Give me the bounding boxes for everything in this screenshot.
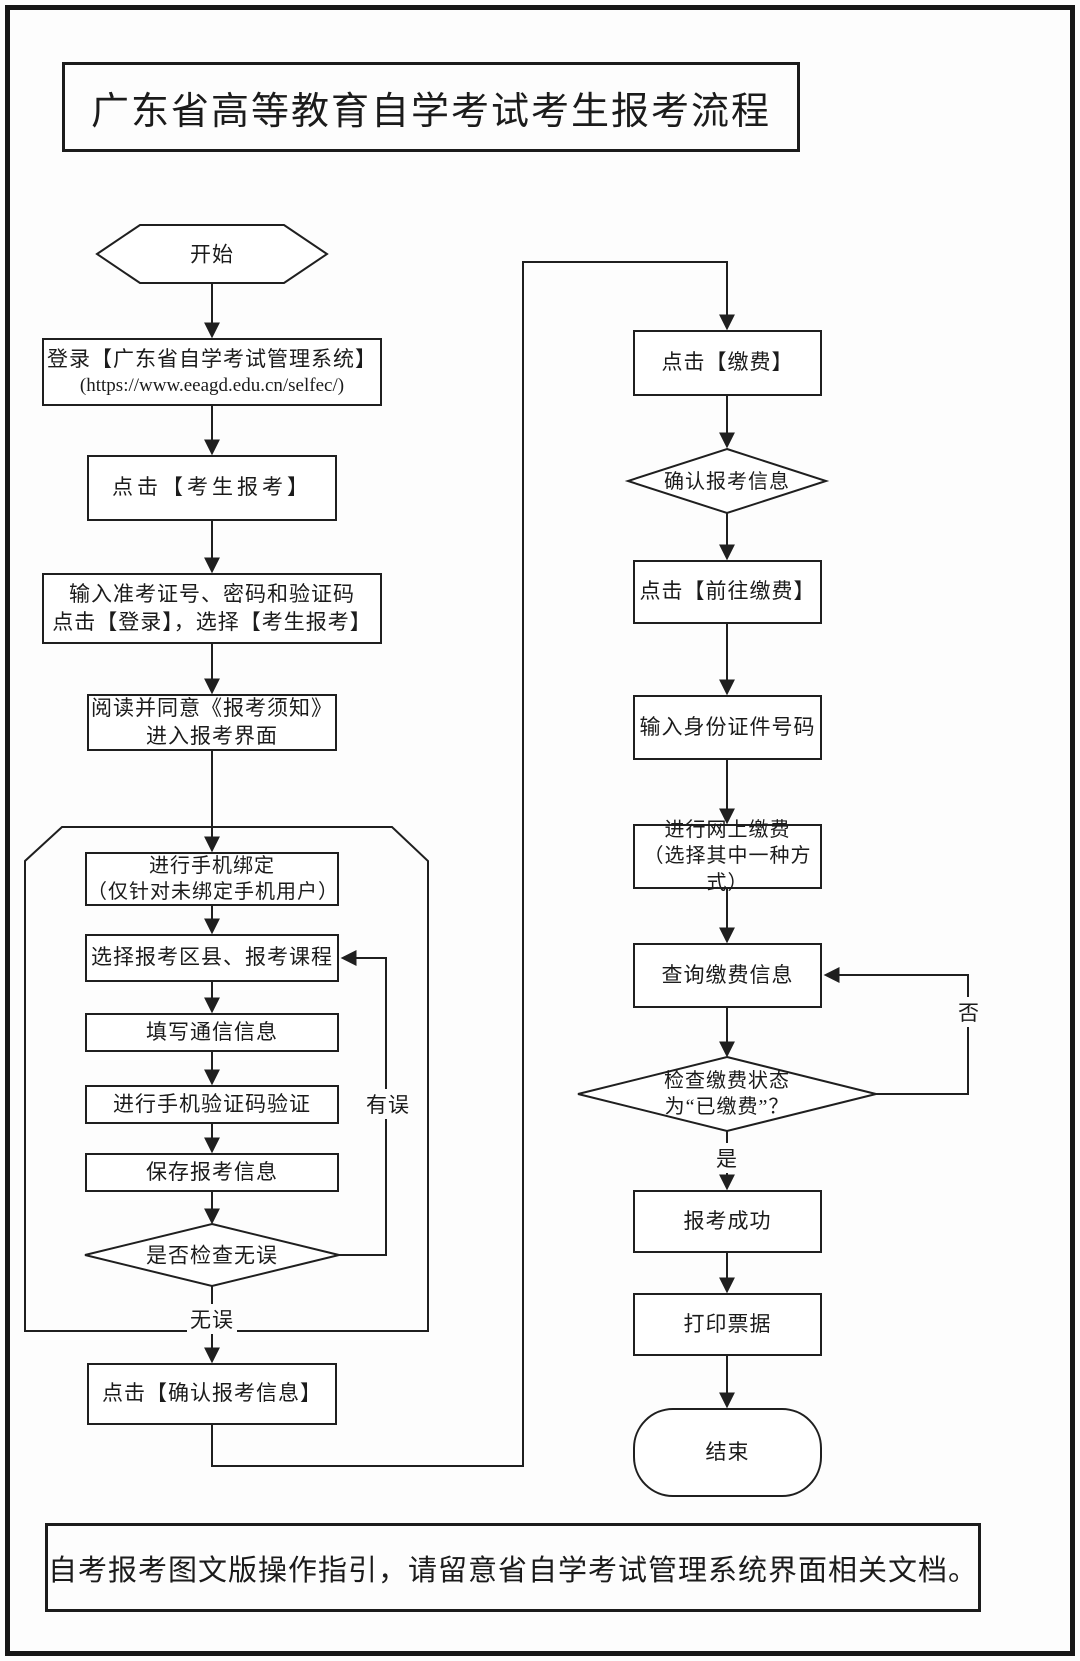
- node-verify-sms: 进行手机验证码验证: [85, 1085, 339, 1124]
- footer-note-box: 自考报考图文版操作指引，请留意省自学考试管理系统界面相关文档。: [45, 1523, 981, 1612]
- node-line: 选择报考区县、报考课程: [91, 945, 333, 970]
- node-line: 为“已缴费”？: [664, 1096, 790, 1118]
- node-line: 输入身份证件号码: [639, 714, 816, 739]
- node-enter-id: 输入身份证件号码: [633, 695, 822, 760]
- node-line: 点击【考生报考】: [112, 475, 312, 500]
- edge-label-has-error: 有误: [363, 1089, 413, 1119]
- flowchart-title: 广东省高等教育自学考试考生报考流程: [90, 90, 771, 133]
- footer-note: 自考报考图文版操作指引，请留意省自学考试管理系统界面相关文档。: [48, 1554, 979, 1587]
- node-success: 报考成功: [633, 1190, 822, 1253]
- node-select-courses: 选择报考区县、报考课程: [85, 934, 339, 982]
- node-save-info: 保存报考信息: [85, 1153, 339, 1192]
- node-login-system: 登录【广东省自学考试管理系统】 (https://www.eeagd.edu.c…: [42, 338, 382, 406]
- node-line: 进行手机绑定: [149, 854, 275, 877]
- node-line: 查询缴费信息: [661, 962, 794, 987]
- node-read-notice: 阅读并同意《报考须知》 进入报考界面: [87, 694, 337, 751]
- node-line: 点击【确认报考信息】: [102, 1381, 322, 1406]
- node-line: 进入报考界面: [146, 723, 278, 748]
- node-line: 填写通信信息: [146, 1019, 278, 1044]
- edge-label-no-error: 无误: [187, 1304, 237, 1334]
- edge-label-yes: 是: [713, 1143, 741, 1173]
- node-enter-credentials: 输入准考证号、密码和验证码 点击【登录】，选择【考生报考】: [42, 573, 382, 644]
- node-click-register: 点击【考生报考】: [87, 455, 337, 521]
- node-line: 点击【前往缴费】: [639, 579, 816, 604]
- node-line: 检查缴费状态: [664, 1070, 790, 1092]
- node-line: 输入准考证号、密码和验证码: [69, 581, 355, 606]
- node-print-receipt: 打印票据: [633, 1293, 822, 1356]
- connector-confirm-to-pay: [211, 261, 735, 1467]
- node-line: （选择其中一种方式）: [643, 845, 812, 894]
- connector-no-loop: [823, 967, 969, 1095]
- node-line: 进行网上缴费: [664, 818, 791, 841]
- node-line: 阅读并同意《报考须知》: [91, 695, 333, 720]
- node-query-payment: 查询缴费信息: [633, 943, 822, 1008]
- node-check-correct-label: 是否检查无误: [146, 1243, 278, 1268]
- node-fill-contact: 填写通信信息: [85, 1013, 339, 1052]
- edge-label-no: 否: [955, 997, 983, 1027]
- node-goto-pay: 点击【前往缴费】: [633, 560, 822, 624]
- flowchart-title-box: 广东省高等教育自学考试考生报考流程: [62, 62, 800, 152]
- node-bind-phone: 进行手机绑定 （仅针对未绑定手机用户）: [85, 852, 339, 906]
- node-line: 报考成功: [683, 1208, 772, 1233]
- node-line: 保存报考信息: [146, 1159, 278, 1184]
- node-line: 结束: [705, 1439, 750, 1464]
- node-click-pay: 点击【缴费】: [633, 330, 822, 396]
- node-line: （仅针对未绑定手机用户）: [87, 881, 339, 903]
- node-confirm-info: 点击【确认报考信息】: [87, 1363, 337, 1425]
- node-line: 登录【广东省自学考试管理系统】: [47, 346, 377, 371]
- start-hexagon: [95, 224, 329, 284]
- node-confirm-reg-label: 确认报考信息: [664, 471, 790, 493]
- node-end: 结束: [633, 1408, 822, 1497]
- node-start-label: 开始: [190, 242, 234, 267]
- node-line: 点击【缴费】: [661, 350, 794, 375]
- loop-container-outline: [24, 826, 429, 1332]
- node-line: 进行手机验证码验证: [113, 1091, 311, 1116]
- node-check-status-label: 检查缴费状态 为“已缴费”？: [664, 1068, 790, 1120]
- node-line: 打印票据: [683, 1311, 772, 1336]
- node-online-pay: 进行网上缴费 （选择其中一种方式）: [633, 819, 822, 894]
- node-line: (https://www.eeagd.edu.cn/selfec/): [79, 375, 345, 397]
- node-line: 点击【登录】，选择【考生报考】: [52, 609, 372, 634]
